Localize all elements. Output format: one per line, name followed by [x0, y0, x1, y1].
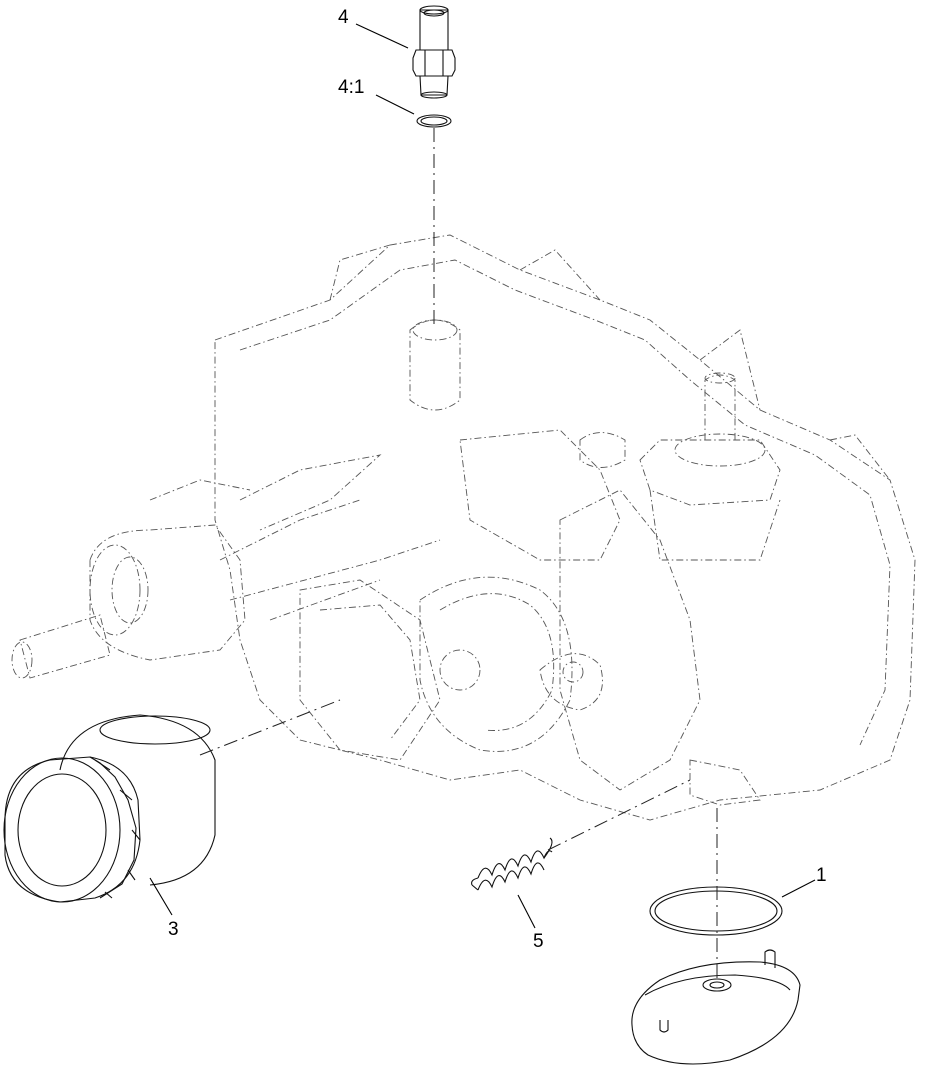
- cover-plate: [631, 949, 801, 1065]
- callout-label-1: 1: [816, 865, 827, 886]
- assembly-centerlines: [199, 128, 718, 980]
- callout-label-4: 4: [338, 7, 349, 28]
- callout-label-4-1: 4:1: [338, 77, 365, 98]
- o-ring-part-4-1: [416, 114, 452, 128]
- fitting-part-4: [412, 5, 456, 99]
- oil-filter-part-3: [3, 714, 216, 903]
- callout-leaders: [149, 23, 816, 929]
- spring-part-5: [471, 837, 553, 891]
- callout-label-5: 5: [533, 931, 544, 952]
- transaxle-housing: [11, 234, 916, 821]
- o-ring-part-1: [649, 886, 783, 936]
- callout-label-3: 3: [168, 919, 179, 940]
